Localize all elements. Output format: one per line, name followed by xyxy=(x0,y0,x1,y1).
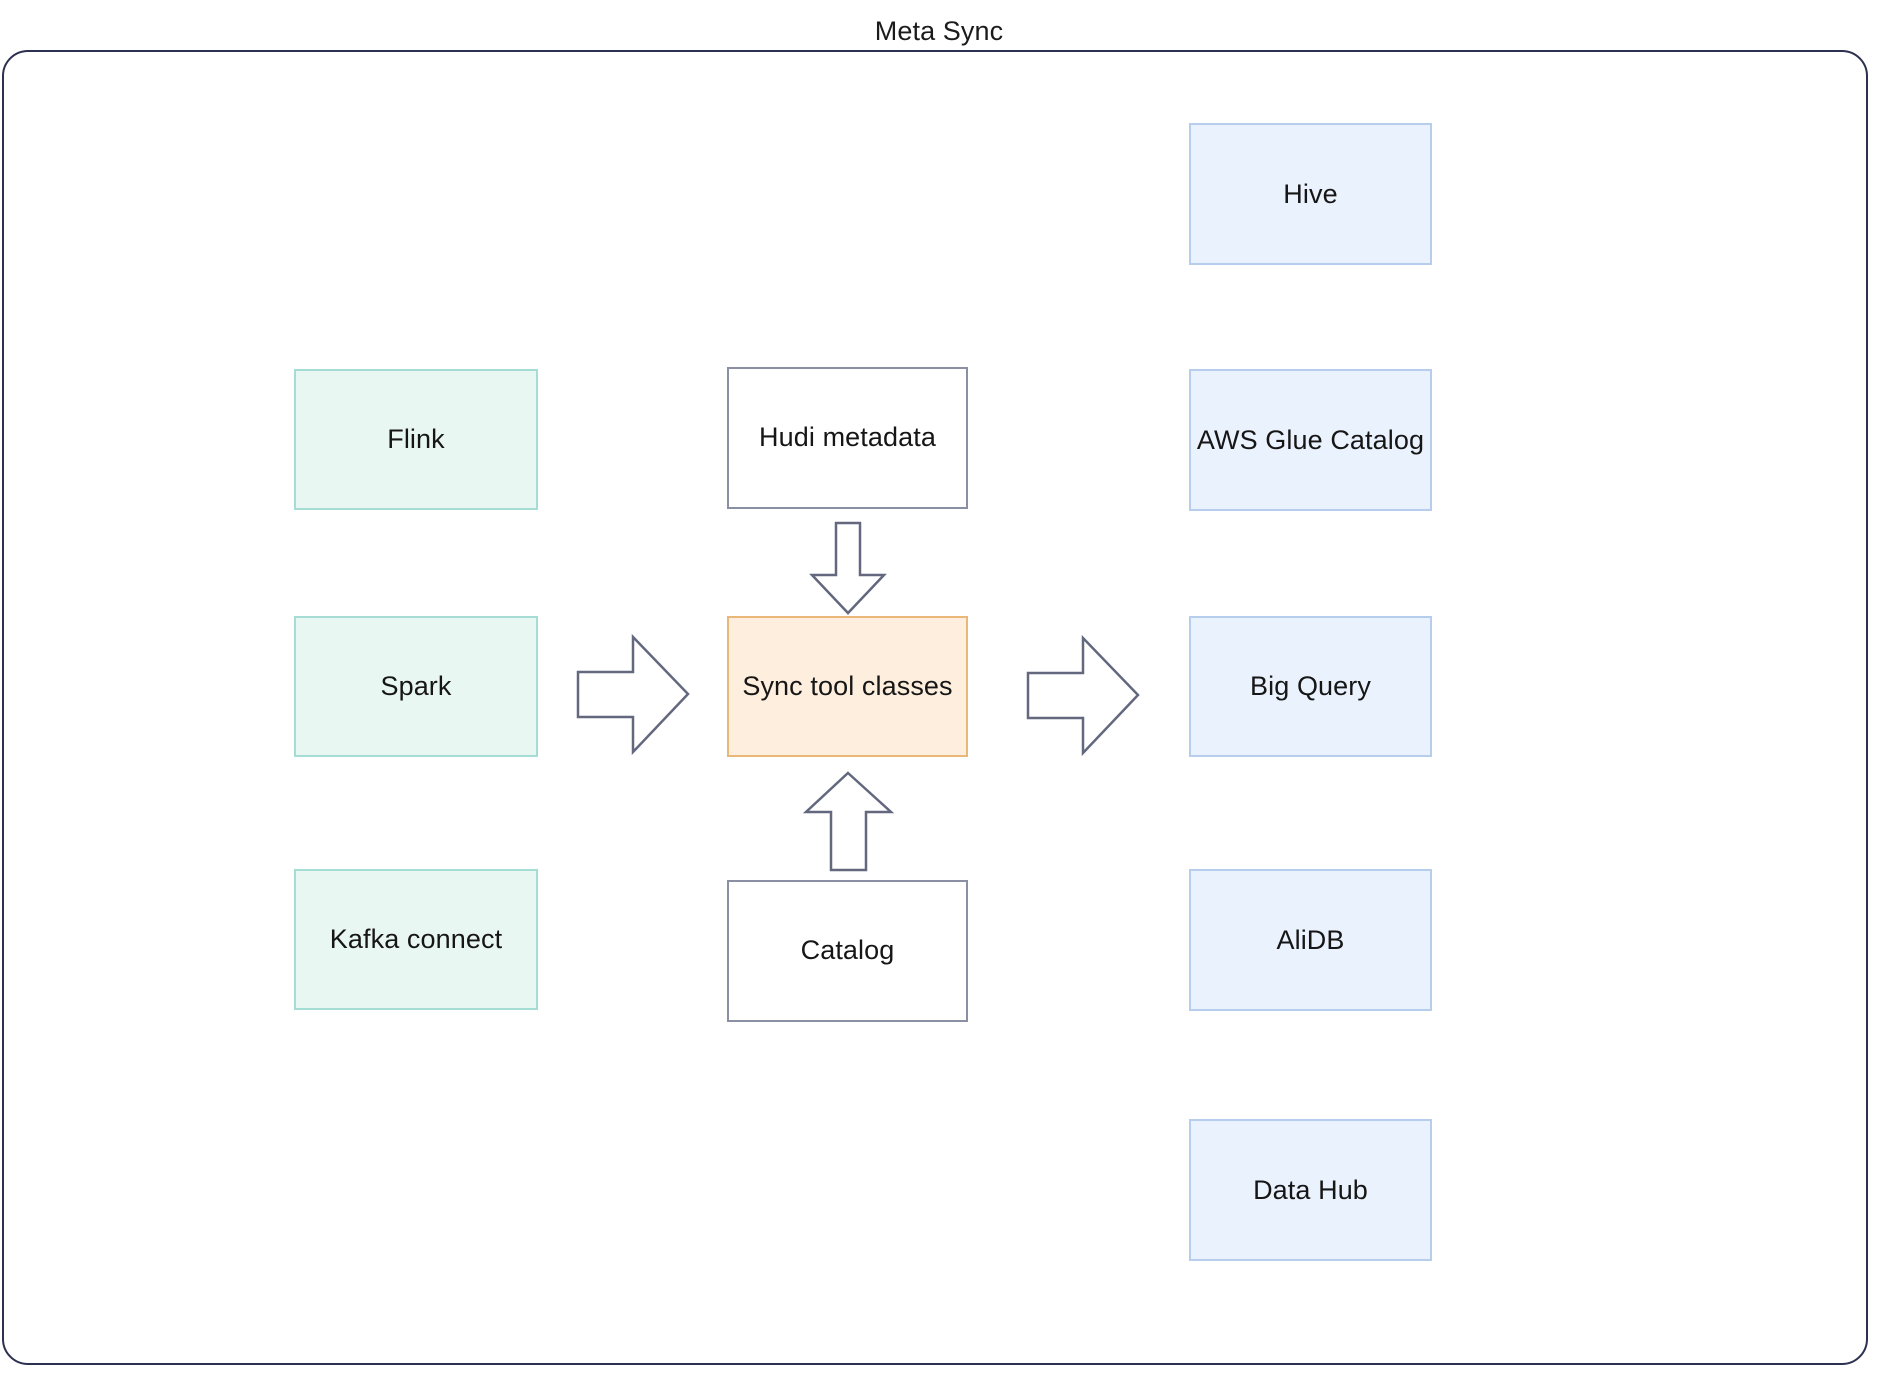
source-node-flink[interactable]: Flink xyxy=(294,369,538,510)
source-node-spark[interactable]: Spark xyxy=(294,616,538,757)
center-node-sync-tool-classes[interactable]: Sync tool classes xyxy=(727,616,968,757)
sink-node-aws-glue-catalog[interactable]: AWS Glue Catalog xyxy=(1189,369,1432,511)
sink-node-data-hub[interactable]: Data Hub xyxy=(1189,1119,1432,1261)
center-node-catalog[interactable]: Catalog xyxy=(727,880,968,1022)
source-node-kafka-connect[interactable]: Kafka connect xyxy=(294,869,538,1010)
diagram-frame xyxy=(2,50,1868,1365)
sink-node-alidb[interactable]: AliDB xyxy=(1189,869,1432,1011)
sink-node-big-query[interactable]: Big Query xyxy=(1189,616,1432,757)
page-title: Meta Sync xyxy=(874,16,1004,46)
center-node-hudi-metadata[interactable]: Hudi metadata xyxy=(727,367,968,509)
sink-node-hive[interactable]: Hive xyxy=(1189,123,1432,265)
